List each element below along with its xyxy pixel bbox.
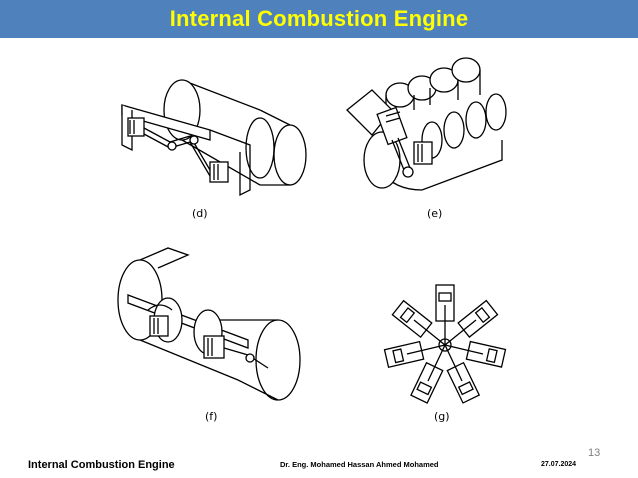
footer-date: 27.07.2024	[541, 461, 577, 468]
page-number: 13	[588, 447, 601, 459]
figure-caption-g: (g)	[434, 410, 450, 423]
footer-title: Internal Combustion Engine	[28, 459, 175, 471]
engine-figure-f	[108, 240, 308, 405]
slide-title: Internal Combustion Engine	[169, 6, 469, 31]
engine-figure-g	[375, 280, 515, 410]
footer-author: Dr. Eng. Mohamed Hassan Ahmed Mohamed	[280, 460, 439, 469]
title-bar: Internal Combustion Engine	[0, 0, 638, 38]
figure-caption-e: (e)	[427, 207, 443, 220]
figure-caption-f: (f)	[205, 410, 218, 423]
engine-figure-e	[342, 50, 512, 200]
engine-figure-d	[110, 70, 310, 210]
figure-caption-d: (d)	[192, 207, 208, 220]
